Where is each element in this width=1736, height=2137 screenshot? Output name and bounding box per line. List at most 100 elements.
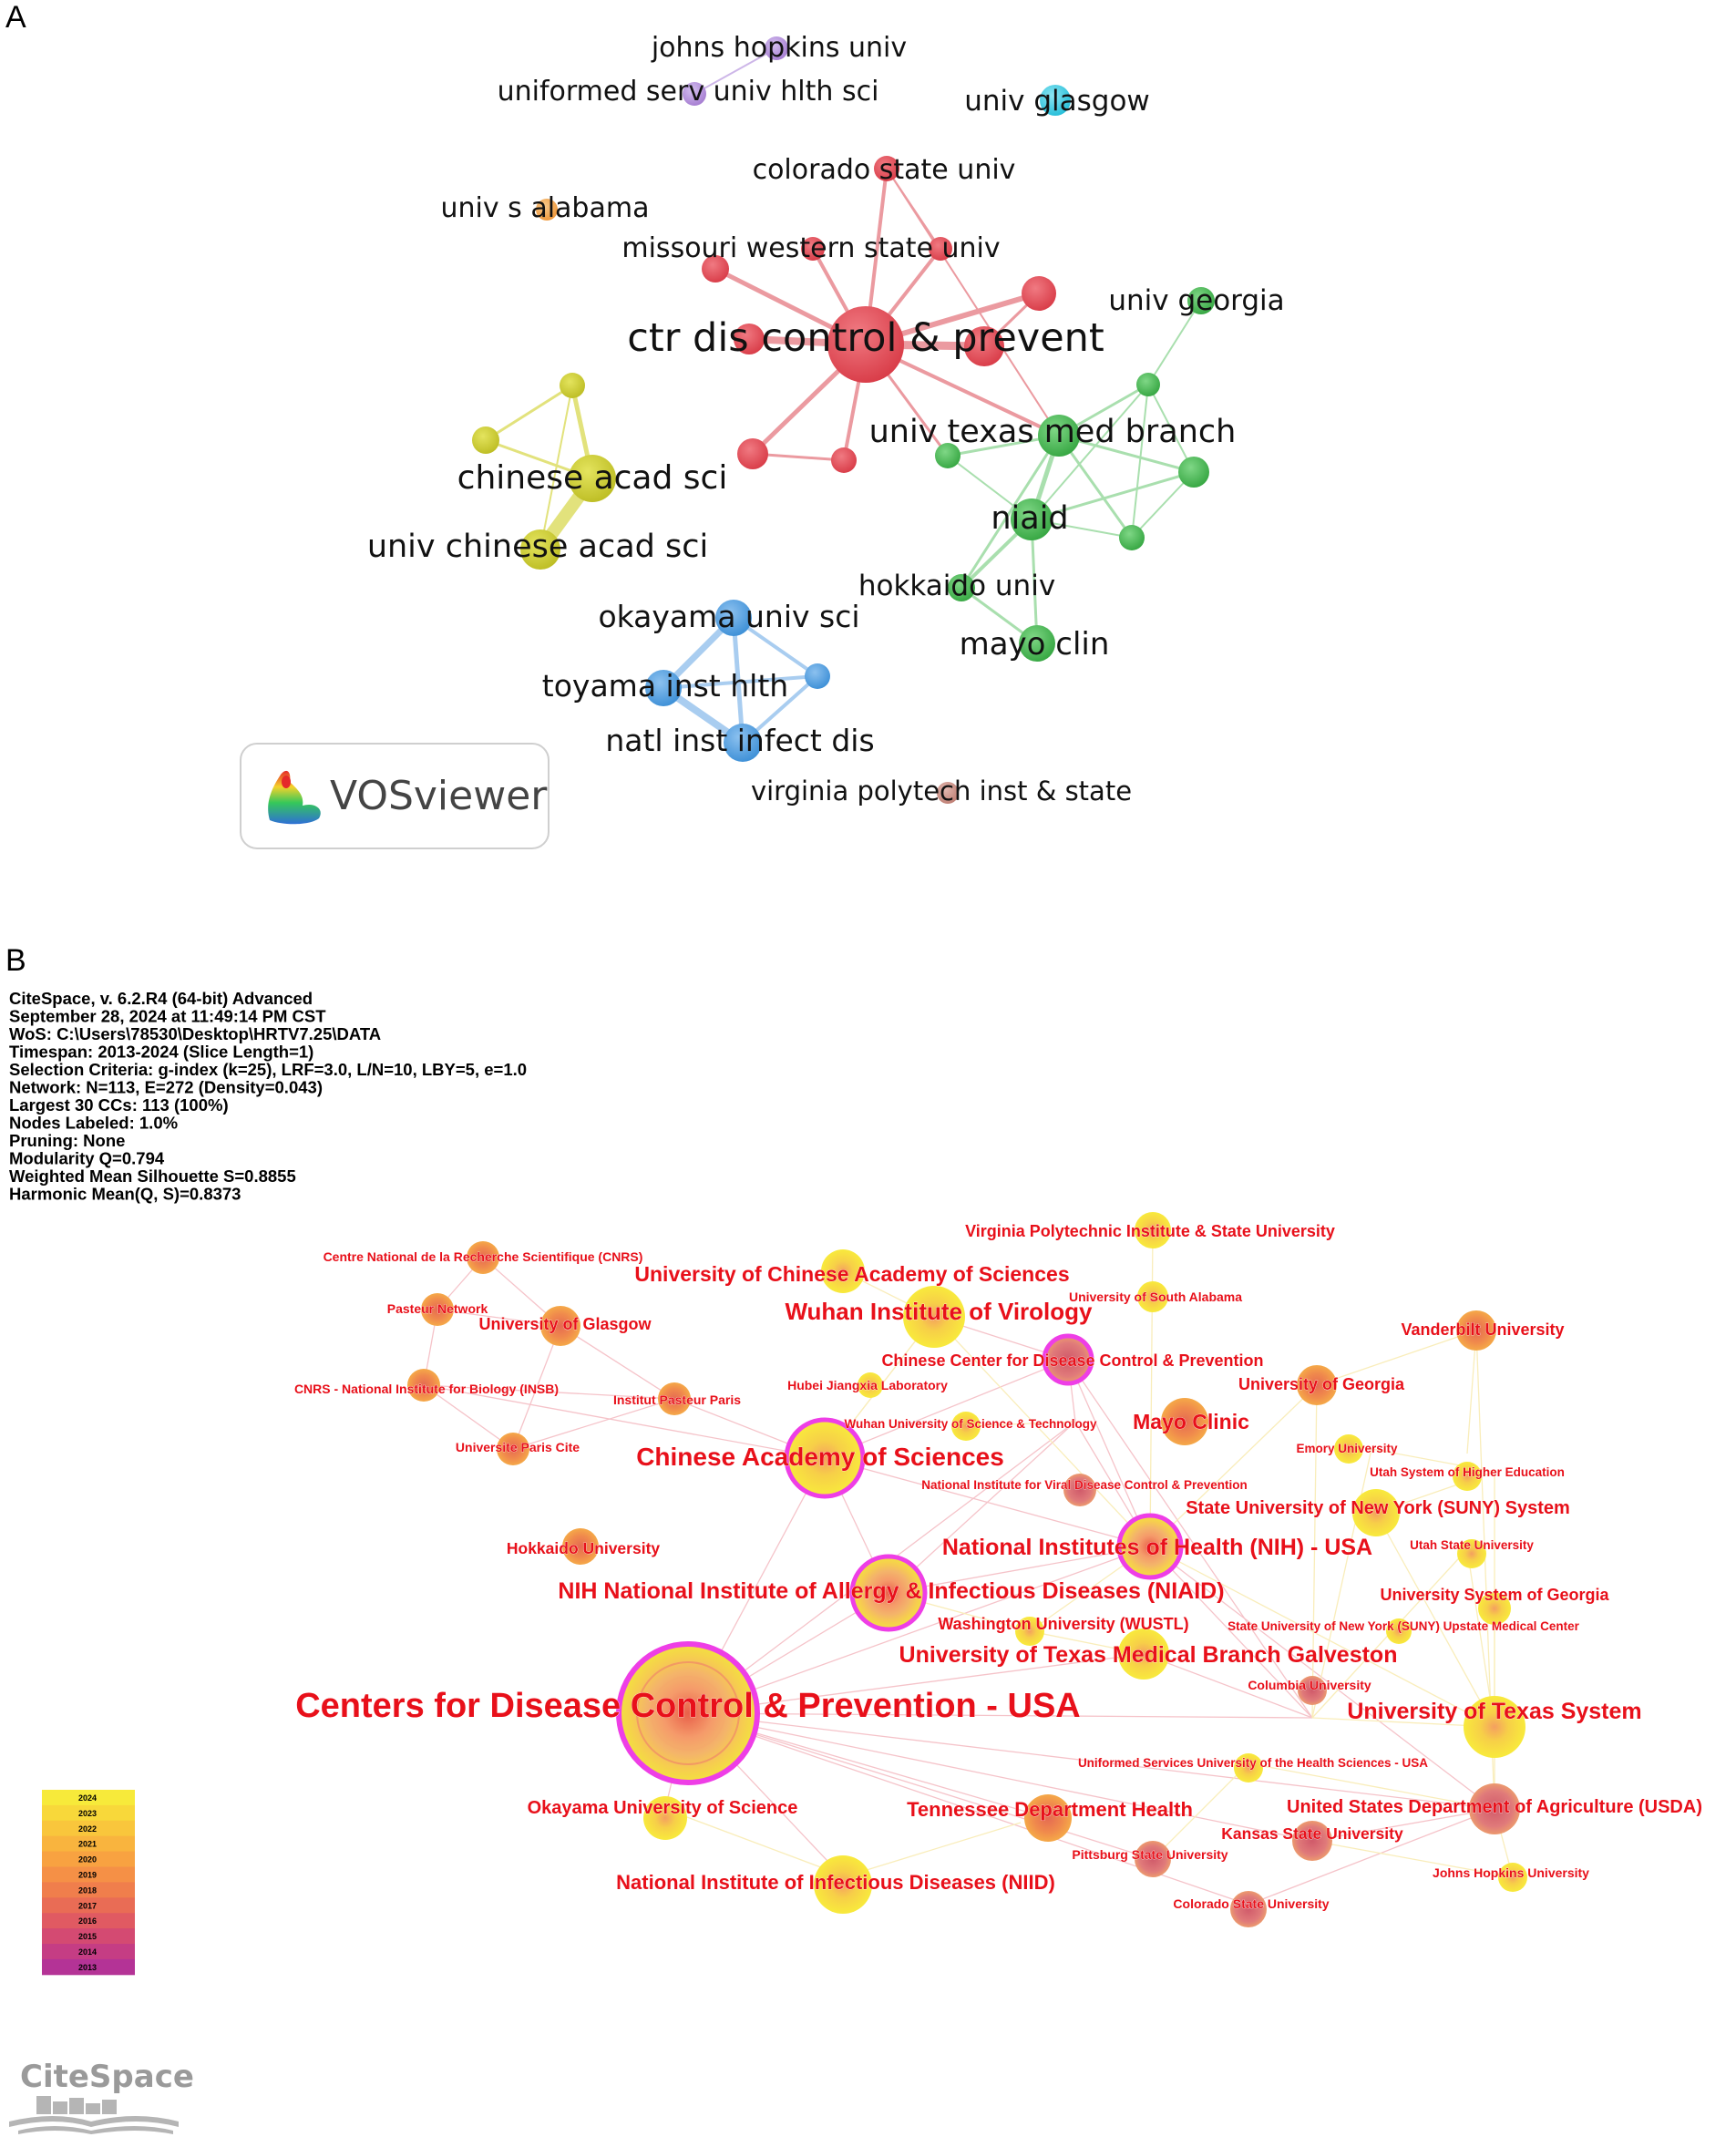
cs-node[interactable]: [951, 1412, 981, 1441]
cs-node[interactable]: [1352, 1489, 1400, 1536]
cs-node[interactable]: [497, 1433, 529, 1465]
vos-label: univ georgia: [1108, 284, 1284, 317]
cs-label: Universite Paris Cite: [456, 1440, 580, 1454]
cs-label: University of South Alabama: [1069, 1289, 1242, 1304]
citespace-info-block: CiteSpace, v. 6.2.R4 (64-bit) Advanced S…: [9, 989, 527, 1204]
cs-label: Utah State University: [1410, 1538, 1534, 1552]
vos-node[interactable]: [1011, 498, 1053, 540]
vos-node[interactable]: [827, 306, 904, 383]
vos-node[interactable]: [683, 82, 706, 106]
cs-label: State University of New York (SUNY) Syst…: [1186, 1498, 1570, 1518]
vos-node[interactable]: [1040, 85, 1071, 116]
cs-label: Mayo Clinic: [1133, 1410, 1249, 1433]
vos-label: univ s alabama: [441, 192, 650, 224]
cs-label: Johns Hopkins University: [1433, 1865, 1589, 1880]
cs-node[interactable]: [1457, 1539, 1486, 1568]
cs-node[interactable]: [1135, 1841, 1171, 1877]
info-line: Weighted Mean Silhouette S=0.8855: [9, 1166, 296, 1186]
vos-node[interactable]: [536, 199, 558, 221]
vos-node[interactable]: [765, 36, 788, 60]
cs-node[interactable]: [1024, 1794, 1072, 1842]
cs-node[interactable]: [1234, 1753, 1263, 1783]
cs-node[interactable]: [421, 1293, 454, 1326]
vos-node[interactable]: [874, 156, 899, 181]
cs-label: Kansas State University: [1221, 1824, 1403, 1843]
vos-node[interactable]: [734, 324, 765, 354]
cs-node[interactable]: [1453, 1462, 1482, 1491]
cs-node[interactable]: [849, 1554, 928, 1632]
vos-node[interactable]: [645, 670, 682, 706]
vos-node[interactable]: [1178, 457, 1209, 488]
cs-label: Okayama University of Science: [528, 1798, 798, 1818]
vos-node[interactable]: [937, 782, 959, 804]
vos-node[interactable]: [1022, 276, 1056, 311]
vos-node[interactable]: [737, 438, 768, 469]
vos-node[interactable]: [1187, 287, 1215, 314]
cs-node[interactable]: [1015, 1617, 1044, 1646]
vos-node[interactable]: [520, 529, 560, 570]
vos-node[interactable]: [801, 237, 825, 261]
vos-label: colorado state univ: [753, 154, 1016, 186]
cs-label: University of Texas Medical Branch Galve…: [899, 1642, 1398, 1668]
cs-node[interactable]: [1298, 1676, 1327, 1705]
vos-label: johns hopkins univ: [651, 32, 907, 64]
vos-node[interactable]: [1019, 625, 1055, 662]
vos-node[interactable]: [964, 326, 1004, 366]
cs-node[interactable]: [1116, 1513, 1184, 1580]
vos-node[interactable]: [1038, 415, 1080, 457]
cs-node[interactable]: [616, 1641, 760, 1785]
vos-node[interactable]: [715, 600, 752, 636]
vos-node[interactable]: [831, 447, 857, 473]
cs-node[interactable]: [1386, 1618, 1412, 1644]
cs-node[interactable]: [821, 1249, 865, 1293]
cs-node[interactable]: [1118, 1628, 1169, 1680]
vos-node[interactable]: [1119, 525, 1145, 550]
legend-year-label: 2024: [78, 1793, 97, 1803]
cs-node[interactable]: [1137, 1281, 1168, 1312]
cs-label: Washington University (WUSTL): [938, 1615, 1188, 1633]
legend-year-label: 2021: [78, 1840, 97, 1849]
heatmap-logo-icon: [268, 770, 321, 825]
cs-node[interactable]: [1469, 1783, 1520, 1834]
legend-swatch: [42, 1882, 135, 1898]
cs-node[interactable]: [562, 1528, 599, 1565]
cs-node[interactable]: [903, 1286, 965, 1348]
vos-node[interactable]: [805, 663, 830, 689]
cs-node[interactable]: [467, 1241, 499, 1274]
vos-node[interactable]: [935, 443, 960, 468]
cs-node[interactable]: [1456, 1310, 1496, 1351]
legend-swatch: [42, 1958, 135, 1976]
citespace-nodes: [407, 1212, 1527, 1927]
vos-node[interactable]: [1136, 373, 1160, 396]
cs-node[interactable]: [1161, 1398, 1208, 1445]
cs-node[interactable]: [1334, 1434, 1363, 1464]
vos-node[interactable]: [948, 574, 975, 601]
vos-node[interactable]: [560, 373, 585, 398]
vos-node[interactable]: [724, 724, 762, 762]
cs-node[interactable]: [858, 1372, 883, 1398]
cs-label: Pasteur Network: [387, 1301, 488, 1316]
cs-node[interactable]: [1498, 1863, 1527, 1892]
cs-node[interactable]: [1042, 1333, 1094, 1386]
cs-node[interactable]: [1464, 1696, 1525, 1758]
legend-year-label: 2016: [78, 1916, 97, 1926]
legend-year-label: 2017: [78, 1901, 97, 1910]
vos-node[interactable]: [569, 455, 616, 502]
cs-node[interactable]: [540, 1306, 580, 1346]
cs-node[interactable]: [1230, 1891, 1267, 1927]
cs-node[interactable]: [407, 1369, 440, 1402]
cs-node[interactable]: [1063, 1474, 1096, 1506]
cs-node[interactable]: [1135, 1212, 1171, 1248]
cs-node[interactable]: [643, 1796, 687, 1840]
cs-node[interactable]: [784, 1417, 866, 1499]
vos-node[interactable]: [472, 426, 499, 454]
vos-node[interactable]: [929, 237, 952, 261]
cs-node[interactable]: [814, 1855, 872, 1914]
cs-node[interactable]: [1478, 1592, 1511, 1625]
legend-year-label: 2015: [78, 1932, 97, 1941]
cs-node[interactable]: [658, 1382, 691, 1415]
vos-node[interactable]: [702, 255, 729, 283]
vos-label: toyama inst hlth: [542, 668, 788, 704]
cs-node[interactable]: [1292, 1821, 1332, 1861]
cs-node[interactable]: [1297, 1365, 1337, 1405]
